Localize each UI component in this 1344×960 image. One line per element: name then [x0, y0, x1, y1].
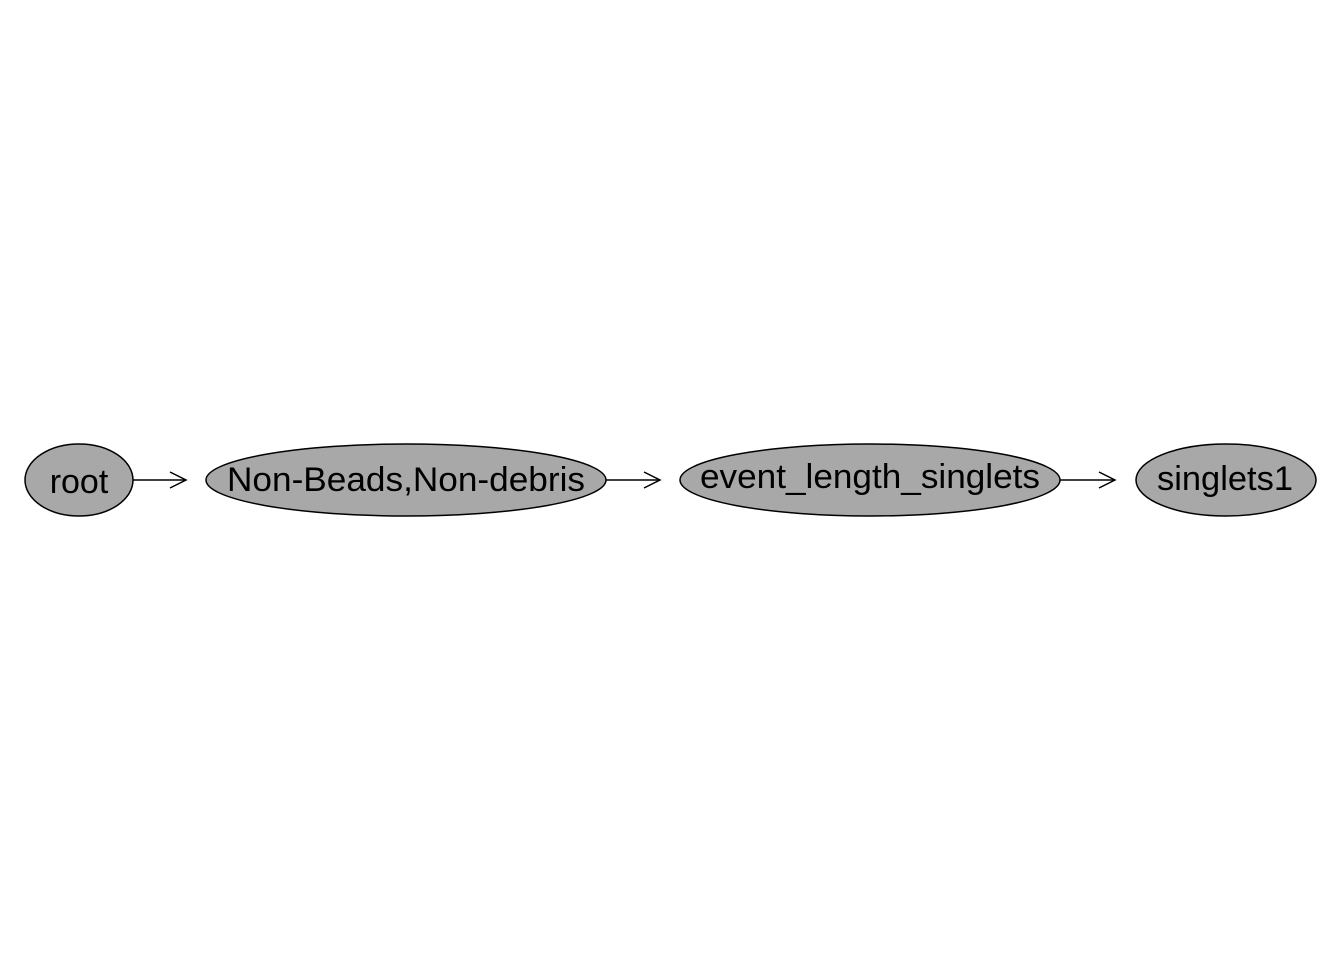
node-event-length-singlets-label: event_length_singlets	[700, 458, 1040, 496]
node-event-length-singlets-shape	[679, 443, 1061, 517]
edge-event-length-to-singlets1	[1060, 471, 1117, 489]
edge-root-to-non-beads	[133, 471, 188, 489]
node-singlets1-label: singlets1	[1157, 460, 1293, 498]
node-non-beads-non-debris-shape	[205, 443, 607, 517]
node-root-label: root	[50, 463, 109, 501]
node-non-beads-non-debris-label: Non-Beads,Non-debris	[227, 461, 585, 499]
node-singlets1-shape	[1135, 443, 1317, 517]
node-event-length-singlets[interactable]: event_length_singlets	[679, 443, 1061, 517]
edge-non-beads-to-event-length	[606, 471, 662, 489]
node-root[interactable]: root	[24, 443, 134, 517]
node-non-beads-non-debris[interactable]: Non-Beads,Non-debris	[205, 443, 607, 517]
node-singlets1[interactable]: singlets1	[1135, 443, 1317, 517]
node-root-shape	[24, 443, 134, 517]
edges	[133, 471, 1117, 489]
